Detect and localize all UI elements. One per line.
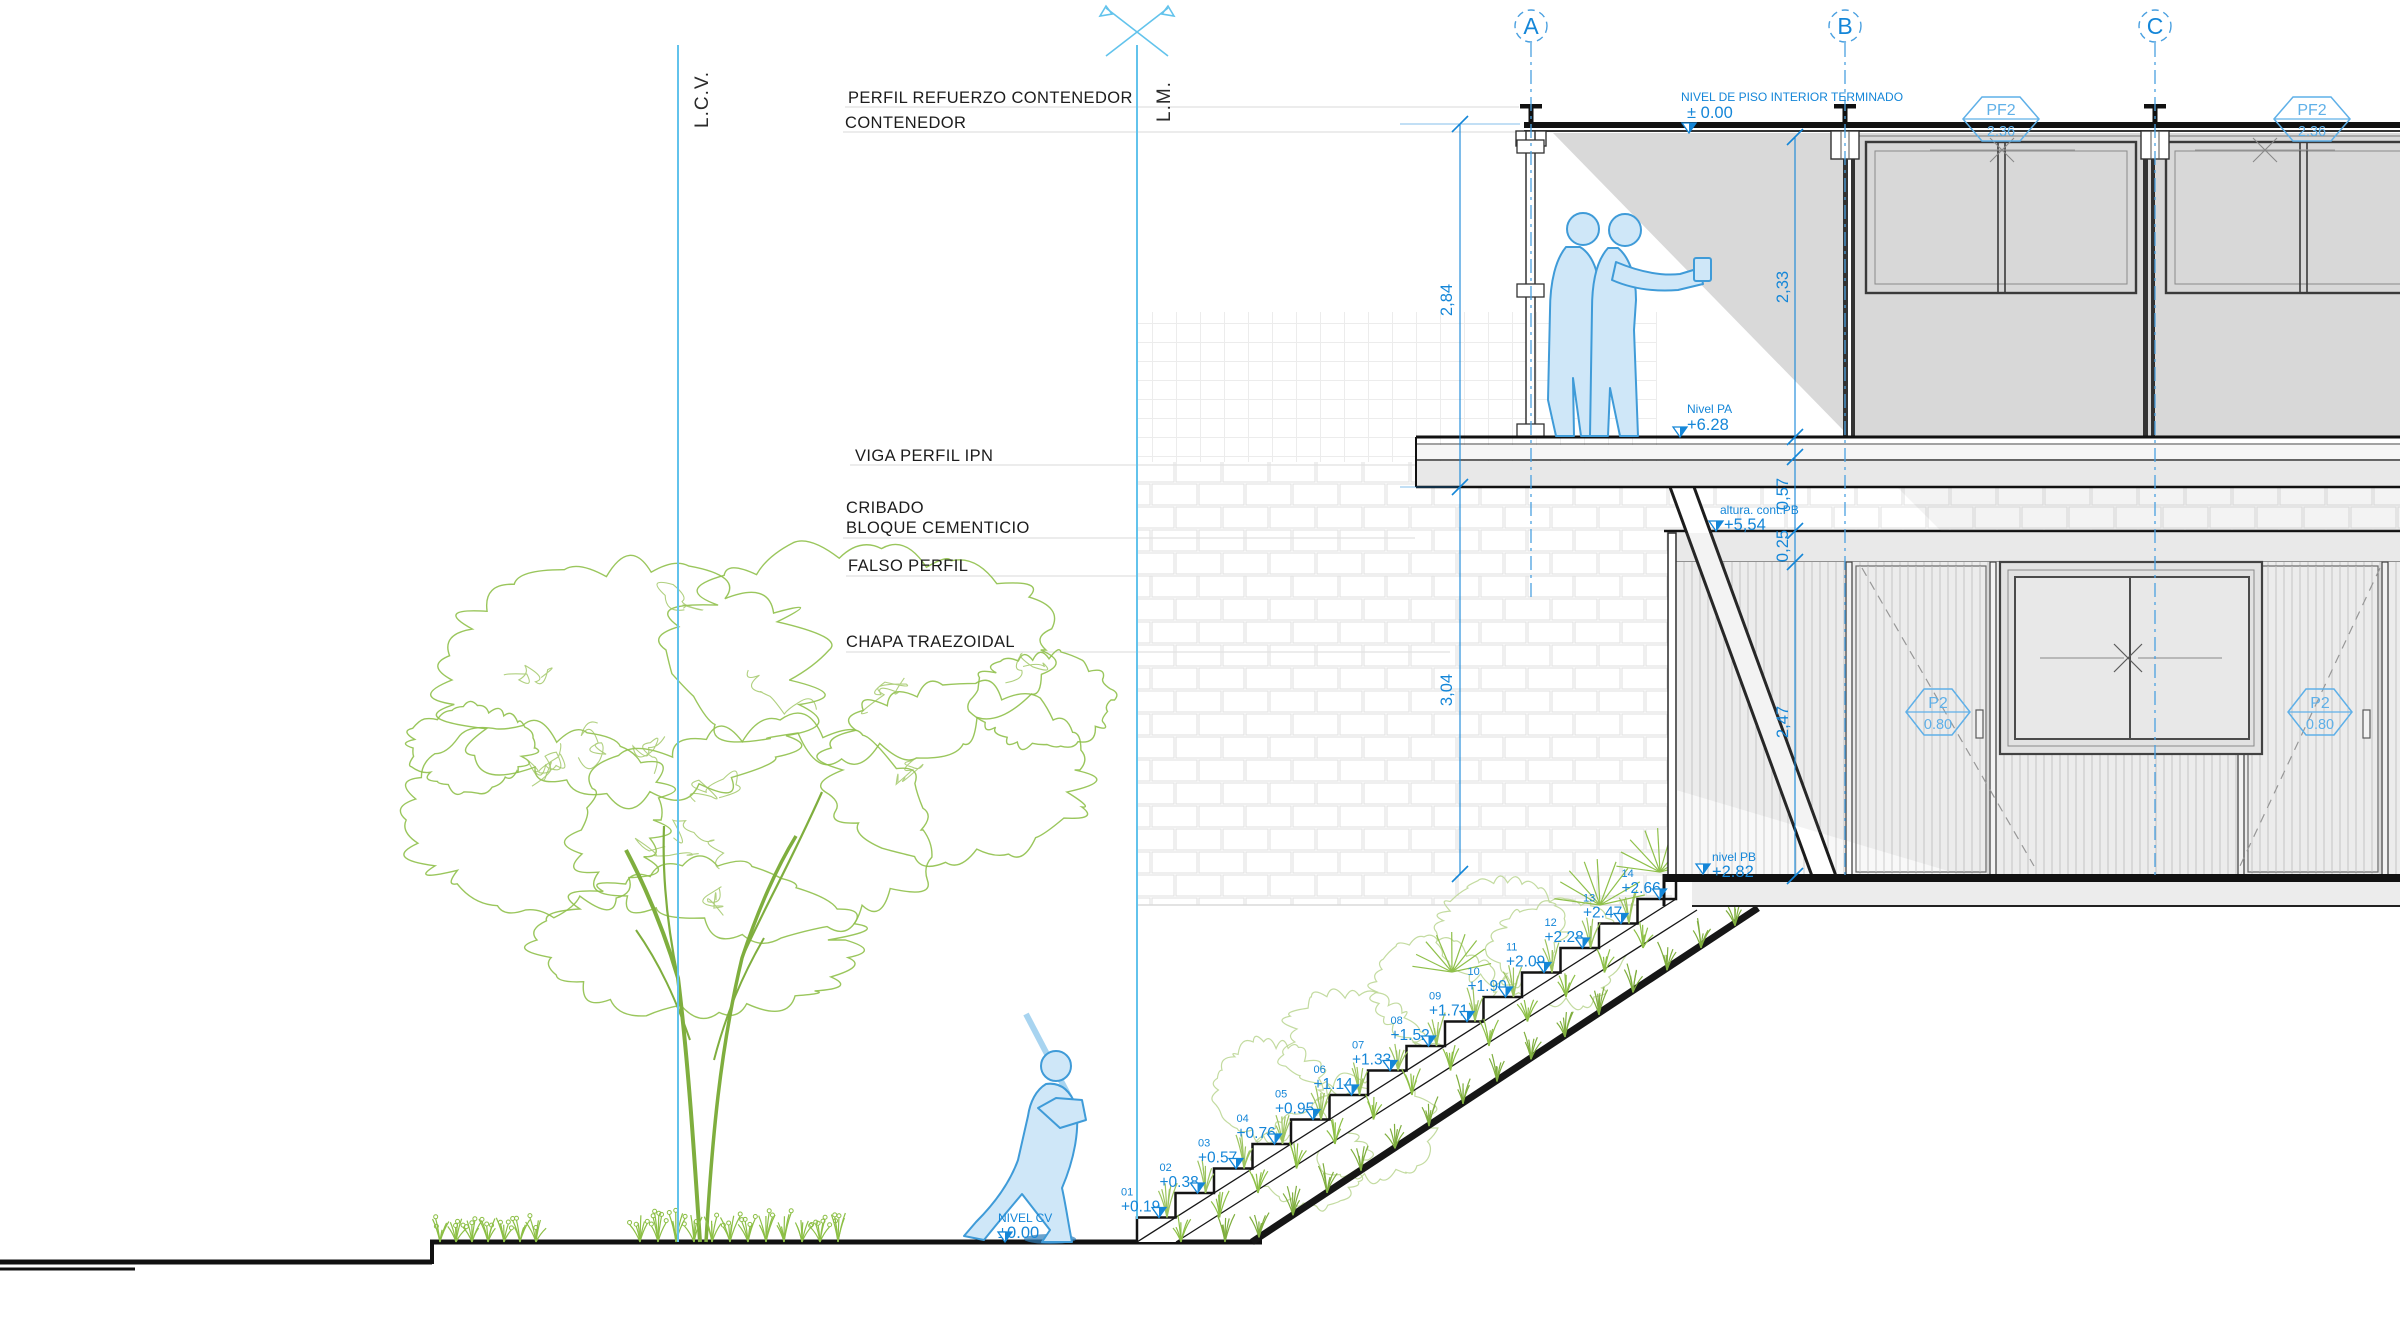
ground-grass <box>431 1207 846 1243</box>
callout-falso-perfil: FALSO PERFIL <box>848 557 968 575</box>
door-right <box>2239 565 2381 873</box>
person-walking <box>963 1012 1087 1244</box>
lower-container <box>1662 486 2400 907</box>
svg-text:0.80: 0.80 <box>2306 717 2334 733</box>
svg-text:PF2: PF2 <box>2297 102 2326 119</box>
callout-cribado: CRIBADO <box>846 499 924 517</box>
dim-057: 0,57 <box>1774 478 1792 510</box>
tree-sketch <box>399 540 1118 1243</box>
level-cv-label: NIVEL CV <box>998 1211 1052 1225</box>
step-number: 11 <box>1506 942 1517 954</box>
callout-perfil-refuerzo: PERFIL REFUERZO CONTENEDOR <box>848 89 1133 107</box>
step-number: 01 <box>1121 1187 1133 1199</box>
tag-p2-2: P2 0.80 <box>2287 688 2353 736</box>
callout-chapa: CHAPA TRAEZOIDAL <box>846 633 1015 651</box>
level-pa-value: +6.28 <box>1687 416 1729 434</box>
step-number: 06 <box>1314 1064 1326 1076</box>
tag-pf2-1: PF2 2.36 <box>1962 96 2040 142</box>
svg-text:0.80: 0.80 <box>1924 717 1952 733</box>
dimension-lines <box>1400 115 1804 885</box>
floor-slab-and-beam <box>1415 435 2400 489</box>
step-level: +2.66 <box>1622 880 1661 897</box>
dim-284: 2,84 <box>1438 284 1456 316</box>
stairs <box>1135 874 1760 1245</box>
grid-axis-b: B <box>1837 13 1852 39</box>
dim-247: 2,47 <box>1774 706 1792 738</box>
level-interior-label: NIVEL DE PISO INTERIOR TERMINADO <box>1681 90 1903 104</box>
tag-p2-1: P2 0.80 <box>1905 688 1971 736</box>
step-number: 04 <box>1237 1113 1249 1125</box>
shadow-lower <box>1676 533 2400 876</box>
grid-axis-c: C <box>2147 13 2164 39</box>
step-level: +1.52 <box>1391 1027 1430 1044</box>
step-level: +0.95 <box>1275 1101 1314 1118</box>
reference-lines <box>677 4 1176 1242</box>
step-number: 08 <box>1391 1015 1403 1027</box>
level-pb-label: nivel PB <box>1712 850 1756 864</box>
svg-text:2.36: 2.36 <box>2298 124 2326 140</box>
grid-axis-a: A <box>1523 13 1539 39</box>
door-handle <box>1975 709 1984 739</box>
block-wall <box>1137 462 1672 905</box>
dimension-texts: 2,84 3,04 2,33 0,57 0,25 2,47 <box>1438 271 1792 738</box>
step-level: +1.33 <box>1352 1052 1391 1069</box>
container-left-wall <box>1667 532 1677 877</box>
stair-step-levels: 01+0.1902+0.3803+0.5704+0.7605+0.9506+1.… <box>1121 868 1668 1219</box>
step-level: +0.57 <box>1198 1150 1237 1167</box>
level-altura-label: altura. cont.PB <box>1720 503 1799 517</box>
step-level: +1.71 <box>1429 1003 1468 1020</box>
step-level: +1.90 <box>1468 978 1508 995</box>
level-interior-value: ± 0.00 <box>1687 104 1733 122</box>
step-level: +0.19 <box>1121 1199 1160 1216</box>
step-level: +1.14 <box>1314 1076 1354 1093</box>
people-terrace <box>1547 212 1712 437</box>
glazing <box>1852 133 2400 437</box>
step-number: 05 <box>1275 1089 1287 1101</box>
level-altura-value: +5,54 <box>1724 516 1766 534</box>
dim-025: 0,25 <box>1774 530 1792 562</box>
step-level: +0.38 <box>1160 1174 1199 1191</box>
window-module-2 <box>2164 137 2400 295</box>
callout-viga: VIGA PERFIL IPN <box>855 447 993 465</box>
callout-texts: PERFIL REFUERZO CONTENEDOR CONTENEDOR VI… <box>845 89 1133 651</box>
step-number: 13 <box>1583 893 1595 905</box>
step-level: +2.47 <box>1583 905 1622 922</box>
lcv-label: L.C.V. <box>692 71 713 128</box>
svg-text:P2: P2 <box>2310 695 2330 712</box>
wall-textures <box>1137 312 2400 906</box>
dim-233: 2,33 <box>1774 271 1792 303</box>
shadow-band <box>1897 487 2400 531</box>
step-number: 02 <box>1160 1162 1172 1174</box>
opening-tags: PF2 2.36 PF2 2.36 P2 0.80 P2 0.80 <box>1905 96 2353 736</box>
lm-cross-mark <box>1098 4 1176 57</box>
lm-label: L.M. <box>1154 81 1175 122</box>
dim-304: 3,04 <box>1438 674 1456 706</box>
window-module-1 <box>1864 137 2138 295</box>
step-level: +2.09 <box>1506 954 1545 971</box>
svg-text:2.36: 2.36 <box>1987 124 2015 140</box>
step-number: 10 <box>1468 966 1480 978</box>
step-number: 14 <box>1622 868 1634 880</box>
svg-text:P2: P2 <box>1928 695 1948 712</box>
level-pa-label: Nivel PA <box>1687 402 1732 416</box>
callout-contenedor: CONTENEDOR <box>845 114 966 132</box>
level-annotations: NIVEL DE PISO INTERIOR TERMINADO ± 0.00 … <box>996 90 1903 1244</box>
tag-pf2-2: PF2 2.36 <box>2273 96 2351 142</box>
level-pb-value: +2.82 <box>1712 863 1754 881</box>
upper-structure <box>1415 104 2400 531</box>
callout-bloque: BLOQUE CEMENTICIO <box>846 519 1030 537</box>
step-level: +0.76 <box>1237 1125 1276 1142</box>
svg-text:PF2: PF2 <box>1986 102 2015 119</box>
grid-axes: A B C <box>1514 9 2172 876</box>
door-handle <box>2362 709 2371 739</box>
sliding-window <box>1998 560 2264 756</box>
block-band-behind-container <box>1672 487 2400 531</box>
step-level: +2.28 <box>1545 929 1584 946</box>
step-number: 07 <box>1352 1040 1364 1052</box>
step-number: 09 <box>1429 991 1441 1003</box>
ground-profile <box>0 1239 1262 1271</box>
step-number: 12 <box>1545 917 1557 929</box>
step-number: 03 <box>1198 1138 1210 1150</box>
